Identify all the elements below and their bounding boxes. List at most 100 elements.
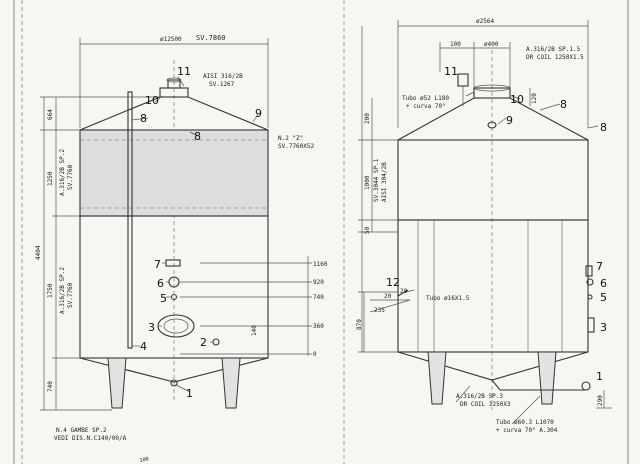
callout-10-right: 10 xyxy=(510,93,524,106)
left-annotations: ø12500 SV.7860 AISI 316/2B SV.1267 N.2 "… xyxy=(35,34,328,464)
fitting-7 xyxy=(165,259,181,267)
dim-right-1000: 1000 xyxy=(364,175,371,190)
note-legs-2: VEDI DIS.N.C140/00/A xyxy=(54,435,127,442)
note-side-lower-1: A.316/2B SP.2 xyxy=(59,267,66,314)
outlet-valve-1 xyxy=(581,381,591,391)
note-bottom-1: A.316/2B SP.3 xyxy=(456,393,503,400)
tank-bottom-right xyxy=(397,351,589,381)
leg-left-1 xyxy=(107,357,127,409)
dim-right-870: 870 xyxy=(356,319,363,330)
callout-1-left: 1 xyxy=(186,387,193,400)
callout-8-left-a: 8 xyxy=(140,112,147,125)
level-0: 0 xyxy=(313,351,317,358)
fold-text: 100 xyxy=(139,456,149,464)
note-side-upper-2: SV.7760 xyxy=(67,164,74,190)
dim-right-290: 290 xyxy=(597,395,604,406)
note-side-upper-1: A.316/2B SP.2 xyxy=(59,149,66,196)
note-side-mid-2: AISI 304/2B xyxy=(381,162,388,202)
left-callouts: 11 10 8 8 9 7 6 5 3 2 4 1 xyxy=(140,65,262,400)
callout-9-right: 9 xyxy=(506,114,513,127)
note-side-mid-1: SV.3044 SP.1 xyxy=(373,158,380,202)
dim-angle-20: 20 xyxy=(384,293,392,300)
note-side-lower-2: SV.7760 xyxy=(67,282,74,308)
note-n2-1: N.2 "Z" xyxy=(278,135,303,142)
dim-right-200: 200 xyxy=(364,113,371,124)
note-tubo-top-1: Tubo ø52 L180 xyxy=(402,95,449,102)
note-tubo-side: Tubo ø16X1.5 xyxy=(426,295,470,302)
left-view xyxy=(40,38,312,411)
valve-2 xyxy=(212,338,220,346)
right-annotations: ø2564 100 ø400 A.316/2B SP.1.5 DR COIL 1… xyxy=(356,18,604,434)
note-tubo-top-2: + curva 70° xyxy=(406,103,446,110)
note-tubo-bottom-1: Tubo ø60.3 L1070 xyxy=(496,419,554,426)
callout-7-left: 7 xyxy=(154,258,161,271)
level-920: 920 xyxy=(313,279,324,286)
note-coil-top-1: A.316/2B SP.1.5 xyxy=(526,46,581,53)
right-view xyxy=(358,20,612,425)
cooling-jacket-band xyxy=(79,129,269,217)
tank-shell-left xyxy=(79,215,269,359)
dim-angle-20b: 20 xyxy=(400,288,408,295)
dim-1250: 1250 xyxy=(47,171,54,186)
note-coil-top-2: DR COIL 1250X1.5 xyxy=(526,54,584,61)
fitting-5-right xyxy=(587,294,593,300)
callout-11-left: 11 xyxy=(177,65,191,78)
callout-5-left: 5 xyxy=(160,292,167,305)
callout-3-left: 3 xyxy=(148,321,155,334)
callout-8-right-b: 8 xyxy=(600,121,607,134)
dim-664: 664 xyxy=(47,109,54,120)
dim-4404: 4404 xyxy=(35,245,42,260)
level-360: 360 xyxy=(313,323,324,330)
sample-valve-5 xyxy=(170,293,178,301)
callout-8-right-a: 8 xyxy=(560,98,567,111)
dim-right-diameter: ø2564 xyxy=(476,18,494,25)
callout-8-left-b: 8 xyxy=(194,130,201,143)
dim-right-120: 120 xyxy=(531,93,538,104)
dim-right-50: 50 xyxy=(364,226,371,234)
note-aisi-top-1: AISI 316/2B xyxy=(203,73,243,80)
dim-right-400: ø400 xyxy=(484,41,499,48)
level-gauge-tube xyxy=(127,91,133,349)
dim-740: 740 xyxy=(47,381,54,392)
callout-10-left: 10 xyxy=(145,94,159,107)
note-n2-2: SV.7760X52 xyxy=(278,143,315,150)
callout-2-left: 2 xyxy=(200,336,207,349)
note-legs-1: N.4 GAMBE SP.2 xyxy=(56,427,107,434)
outlet-pipe xyxy=(491,379,586,391)
dim-140: 140 xyxy=(251,325,258,336)
callout-6-right: 6 xyxy=(600,277,607,290)
fitting-3-right xyxy=(587,317,595,333)
level-1160: 1160 xyxy=(313,261,328,268)
note-bottom-2: DR COIL 1250X3 xyxy=(460,401,511,408)
note-aisi-top-2: SV.1267 xyxy=(209,81,235,88)
right-callouts: 11 10 8 8 9 7 6 5 3 12 1 xyxy=(386,65,607,383)
side-tube-12 xyxy=(397,289,409,297)
callout-7-right: 7 xyxy=(596,260,603,273)
leg-right-1 xyxy=(427,351,447,405)
top-manway-right xyxy=(473,87,511,99)
dim-top-handwritten: SV.7860 xyxy=(196,34,226,42)
drain-1 xyxy=(170,379,178,387)
fitting-7-right xyxy=(585,265,593,277)
callout-9-left: 9 xyxy=(255,107,262,120)
callout-12-right: 12 xyxy=(386,276,400,289)
level-740: 740 xyxy=(313,294,324,301)
dim-1750: 1750 xyxy=(47,283,54,298)
inspection-door xyxy=(157,314,195,338)
callout-1-right: 1 xyxy=(596,370,603,383)
callout-4-left: 4 xyxy=(140,340,147,353)
callout-11-right: 11 xyxy=(444,65,458,78)
dim-top-diameter: ø12500 xyxy=(160,36,182,43)
callout-5-right: 5 xyxy=(600,291,607,304)
leg-left-2 xyxy=(221,357,241,409)
fitting-6-right xyxy=(586,278,594,286)
vent-11 xyxy=(457,73,469,87)
leg-right-2 xyxy=(537,351,557,405)
dim-right-100: 100 xyxy=(450,41,461,48)
callout-6-left: 6 xyxy=(157,277,164,290)
dim-angle-235: 235 xyxy=(374,307,385,314)
cooling-jacket-right xyxy=(397,139,589,221)
tank-shell-right xyxy=(397,219,589,353)
